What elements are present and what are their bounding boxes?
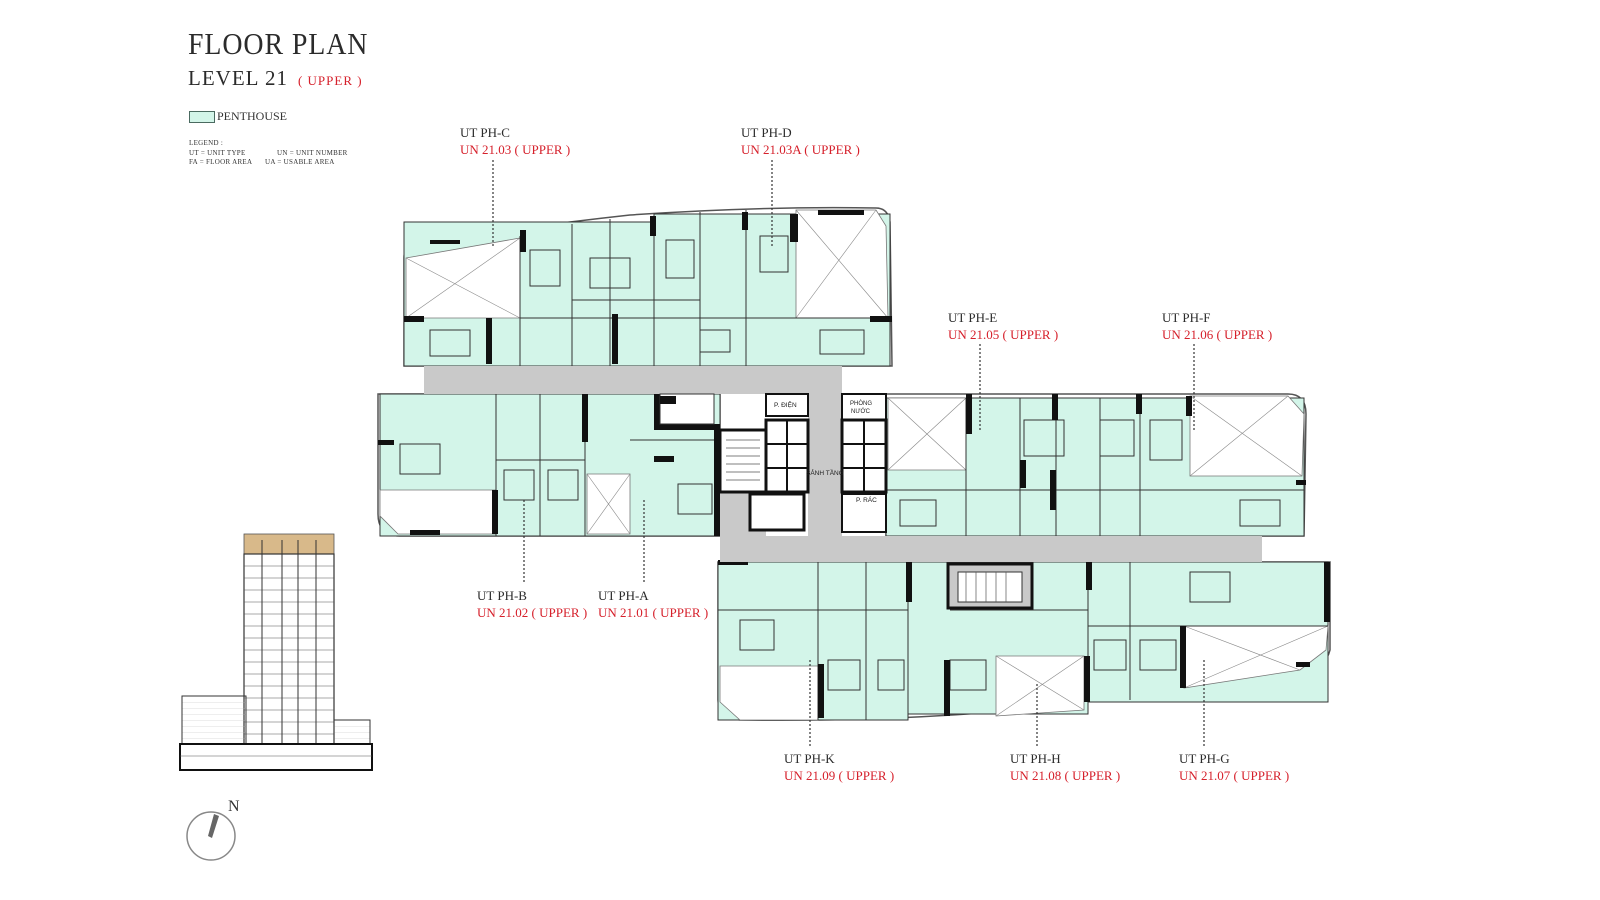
unit-type: UT PH-G <box>1179 751 1230 766</box>
unit-label-ph-a: UT PH-A UN 21.01 ( UPPER ) <box>598 587 708 621</box>
room-water-1: PHÒNG <box>850 400 872 407</box>
page-title: FLOOR PLAN <box>188 26 369 61</box>
unit-type: UT PH-C <box>460 125 510 140</box>
unit-label-ph-h: UT PH-H UN 21.08 ( UPPER ) <box>1010 750 1120 784</box>
room-lobby: SẢNH TẦNG <box>806 467 844 477</box>
room-electric: P. ĐIỆN <box>774 400 797 409</box>
legend-fa: FA = FLOOR AREA <box>189 158 253 166</box>
unit-type: UT PH-K <box>784 751 835 766</box>
north-compass <box>186 811 236 861</box>
legend-un: UN = UNIT NUMBER <box>277 149 348 157</box>
legend-ua: UA = USABLE AREA <box>265 158 335 166</box>
unit-number: UN 21.06 ( UPPER ) <box>1162 327 1273 342</box>
leader-lines <box>492 160 1205 748</box>
balcony-void <box>379 489 497 535</box>
unit-label-ph-g: UT PH-G UN 21.07 ( UPPER ) <box>1179 750 1289 784</box>
unit-number: UN 21.01 ( UPPER ) <box>598 605 709 620</box>
unit-type: UT PH-A <box>598 588 649 603</box>
legend-ut: UT = UNIT TYPE <box>189 149 246 157</box>
unit-number: UN 21.05 ( UPPER ) <box>948 327 1059 342</box>
level-subtitle: LEVEL 21 ( UPPER ) <box>188 66 363 91</box>
unit-number: UN 21.02 ( UPPER ) <box>477 605 588 620</box>
unit-type: UT PH-D <box>741 125 792 140</box>
building-core <box>659 393 1034 610</box>
unit-type: UT PH-E <box>948 310 998 325</box>
unit-type: UT PH-H <box>1010 751 1061 766</box>
penthouse-label: PENTHOUSE <box>217 109 288 123</box>
room-trash: P. RÁC <box>856 495 877 504</box>
unit-label-ph-f: UT PH-F UN 21.06 ( UPPER ) <box>1162 309 1272 343</box>
unit-label-ph-c: UT PH-C UN 21.03 ( UPPER ) <box>460 124 570 158</box>
unit-label-ph-d: UT PH-D UN 21.03A ( UPPER ) <box>741 124 860 158</box>
balcony-void <box>719 665 819 721</box>
unit-number: UN 21.09 ( UPPER ) <box>784 768 895 783</box>
legend-heading: LEGEND : <box>189 139 224 147</box>
unit-number: UN 21.03A ( UPPER ) <box>741 142 860 157</box>
unit-type: UT PH-B <box>477 588 527 603</box>
room-water-2: NƯỚC <box>851 408 871 415</box>
unit-label-ph-e: UT PH-E UN 21.05 ( UPPER ) <box>948 309 1058 343</box>
unit-type: UT PH-F <box>1162 310 1211 325</box>
unit-number: UN 21.08 ( UPPER ) <box>1010 768 1121 783</box>
building-elevation-thumbnail <box>179 533 373 771</box>
north-label: N <box>228 798 240 815</box>
unit-label-ph-k: UT PH-K UN 21.09 ( UPPER ) <box>784 750 894 784</box>
unit-number: UN 21.07 ( UPPER ) <box>1179 768 1290 783</box>
level-suffix: ( UPPER ) <box>297 73 363 88</box>
penthouse-swatch <box>189 111 215 123</box>
unit-label-ph-b: UT PH-B UN 21.02 ( UPPER ) <box>477 587 587 621</box>
level-label: LEVEL 21 <box>188 66 288 90</box>
unit-number: UN 21.03 ( UPPER ) <box>460 142 571 157</box>
